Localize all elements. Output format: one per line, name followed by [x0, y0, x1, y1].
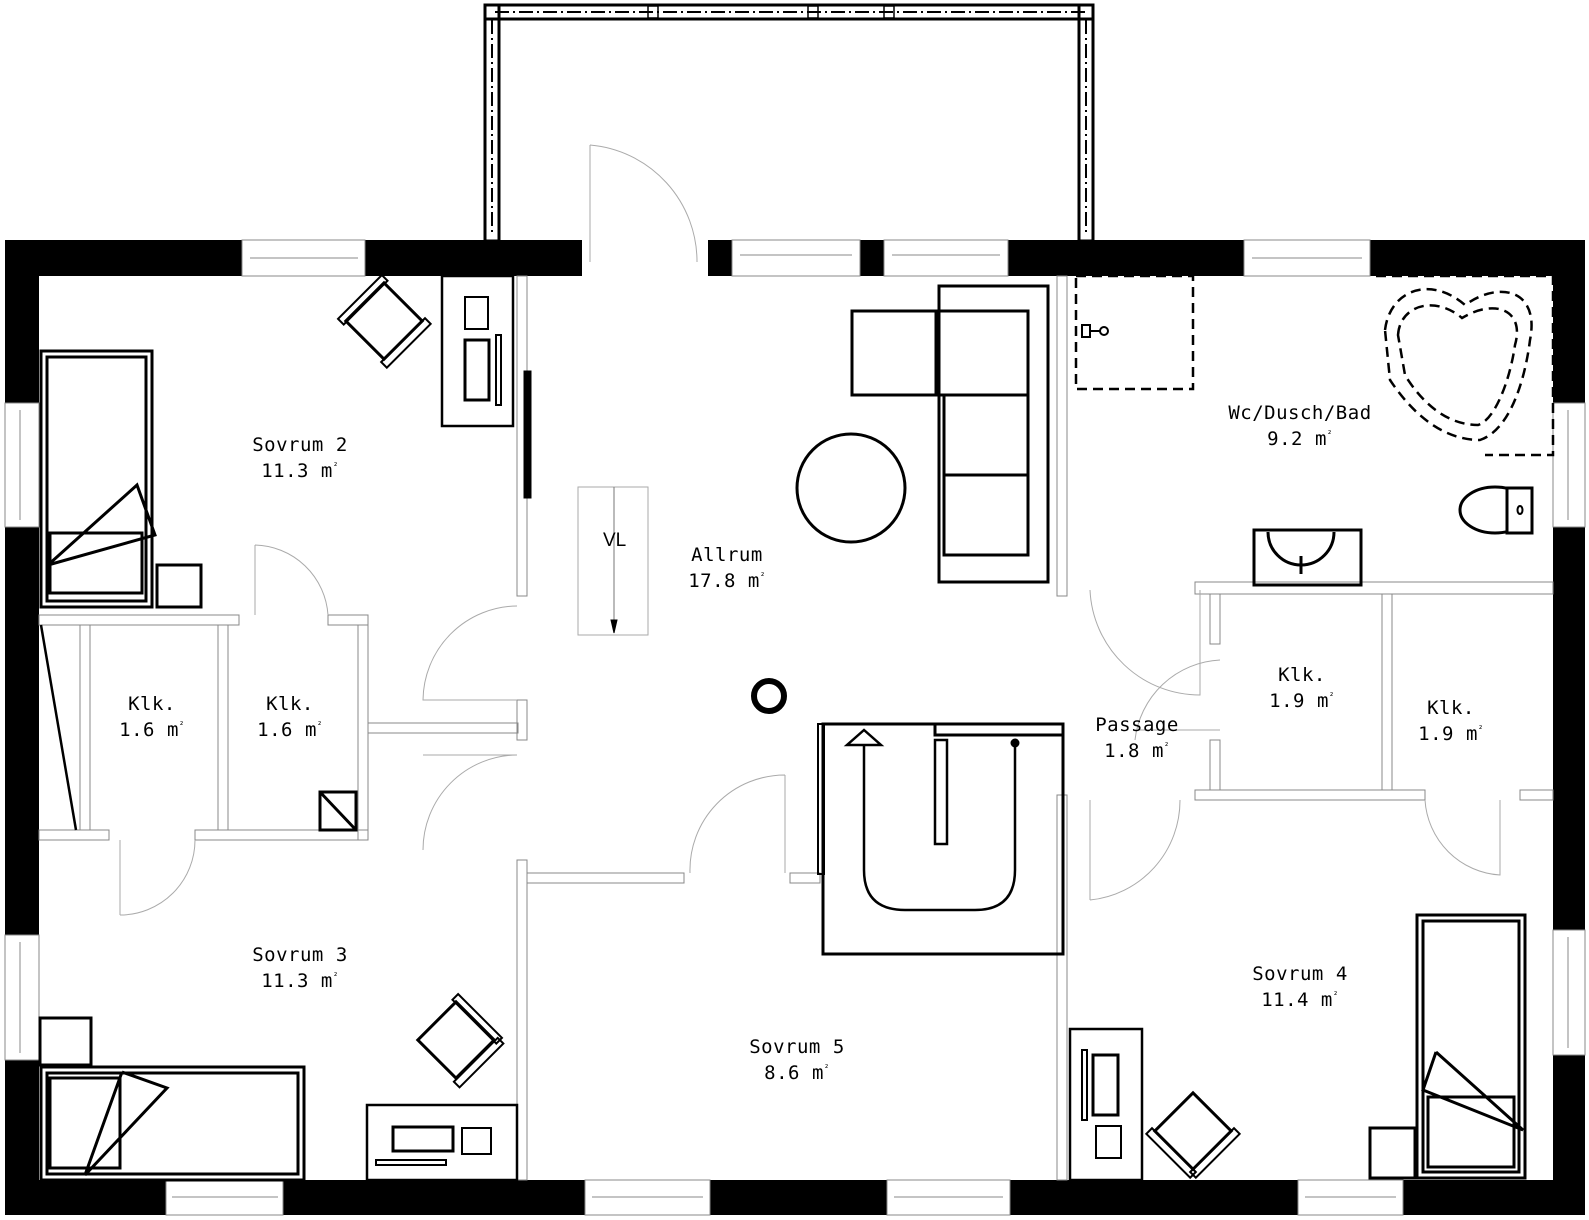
room-name: Klk.: [266, 693, 314, 715]
room-label-sovrum5: Sovrum 5 8.6 m²: [749, 1036, 845, 1084]
room-label-sovrum4: Sovrum 4 11.4 m²: [1252, 963, 1348, 1011]
room-area: 11.3 m²: [261, 970, 339, 992]
room-area: 1.9 m²: [1418, 723, 1484, 745]
room-area: 1.8 m²: [1104, 740, 1170, 762]
armchair-icon: [336, 273, 433, 370]
room-name: Sovrum 4: [1252, 963, 1348, 985]
sofa-icon: [850, 284, 1050, 584]
window-icon: [241, 239, 366, 277]
window-icon: [4, 934, 40, 1061]
room-area: 1.6 m²: [257, 719, 323, 741]
window-icon: [4, 402, 40, 528]
desk-icon: [440, 274, 515, 428]
door-swing-icon: [589, 144, 698, 263]
toilet-icon: [1458, 485, 1534, 535]
bathtub-icon: [1376, 274, 1555, 457]
room-name: Sovrum 5: [749, 1036, 845, 1058]
door-swing-icon: [1089, 799, 1181, 901]
computer-icon: [463, 338, 491, 402]
bed-icon: [39, 349, 157, 609]
room-area: 17.8 m²: [688, 570, 766, 592]
window-icon: [1552, 402, 1586, 528]
shower-icon: [1074, 274, 1195, 391]
window-icon: [731, 239, 861, 277]
door-swing-icon: [119, 839, 196, 916]
armchair-icon: [1144, 1090, 1242, 1180]
room-label-klk2: Klk. 1.6 m²: [257, 693, 323, 741]
door-swing-icon: [1134, 659, 1221, 741]
computer-icon: [1091, 1053, 1120, 1117]
room-name: Wc/Dusch/Bad: [1228, 402, 1372, 424]
nightstand-icon: [38, 1016, 93, 1067]
room-name: Passage: [1095, 714, 1179, 736]
vl-marker: [577, 486, 649, 636]
door-swings: [119, 144, 1501, 916]
computer-icon: [391, 1125, 455, 1153]
round-table-icon: [795, 432, 907, 544]
room-area: 1.9 m²: [1269, 690, 1335, 712]
furniture: [38, 273, 1555, 1182]
nightstand-icon: [155, 563, 203, 609]
exterior-walls: [5, 240, 1585, 1215]
door-swing-icon: [1424, 799, 1501, 876]
desk-icon: [1068, 1027, 1144, 1182]
room-label-wc: Wc/Dusch/Bad 9.2 m²: [1228, 402, 1371, 450]
vl-label: VL: [603, 530, 627, 551]
window-icon: [886, 1179, 1011, 1216]
stairs-icon: [817, 722, 1065, 956]
bed-icon: [39, 1065, 306, 1182]
door-swing-icon: [422, 754, 518, 851]
room-area: 9.2 m²: [1267, 428, 1333, 450]
windows: [4, 239, 1586, 1216]
bed-icon: [1415, 913, 1527, 1180]
room-name: Sovrum 2: [252, 434, 348, 456]
room-name: Sovrum 3: [252, 944, 348, 966]
window-icon: [1552, 929, 1586, 1056]
room-label-sovrum3: Sovrum 3 11.3 m²: [252, 944, 348, 992]
window-icon: [584, 1179, 711, 1216]
chimney-icon: [751, 678, 787, 714]
armchair-icon: [415, 992, 505, 1089]
window-icon: [1243, 239, 1371, 277]
room-area: 8.6 m²: [764, 1062, 830, 1084]
door-swing-icon: [1089, 589, 1201, 696]
room-name: Allrum: [691, 544, 763, 566]
room-label-sovrum2: Sovrum 2 11.3 m²: [252, 434, 348, 482]
room-area: 11.4 m²: [1261, 989, 1339, 1011]
room-label-klk1: Klk. 1.6 m²: [119, 693, 185, 741]
door-swing-icon: [689, 774, 786, 874]
shower-mixer-icon: [1081, 324, 1109, 338]
room-label-allrum: Allrum 17.8 m²: [688, 544, 766, 592]
room-name: Klk.: [128, 693, 176, 715]
window-icon: [1297, 1179, 1404, 1216]
room-label-klk4: Klk. 1.9 m²: [1418, 697, 1484, 745]
door-swing-icon: [422, 605, 518, 701]
porch-frame: [483, 3, 1095, 243]
sink-icon: [1252, 528, 1363, 587]
door-swing-icon: [254, 544, 329, 616]
room-name: Klk.: [1278, 664, 1326, 686]
room-area: 11.3 m²: [261, 460, 339, 482]
room-label-passage: Passage 1.8 m²: [1095, 714, 1179, 762]
storage-box-icon: [318, 790, 358, 832]
window-icon: [883, 239, 1009, 277]
room-name: Klk.: [1427, 697, 1475, 719]
room-area: 1.6 m²: [119, 719, 185, 741]
room-label-klk3: Klk. 1.9 m²: [1269, 664, 1335, 712]
desk-icon: [365, 1103, 519, 1182]
nightstand-icon: [1368, 1126, 1417, 1180]
